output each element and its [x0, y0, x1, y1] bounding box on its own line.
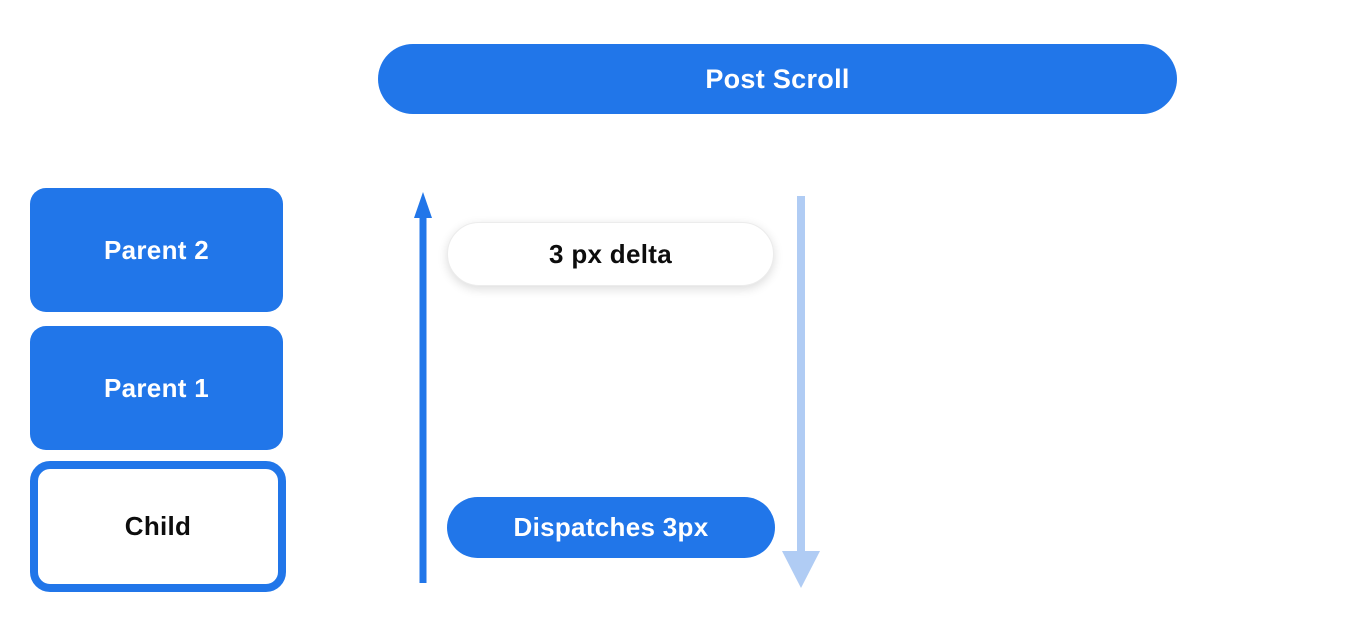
post-scroll-banner: Post Scroll	[378, 44, 1177, 114]
dispatch-pill-label: Dispatches 3px	[513, 512, 709, 542]
arrow-up-icon	[414, 192, 432, 583]
node-parent-2-label: Parent 2	[103, 234, 209, 265]
delta-pill-label: 3 px delta	[549, 238, 672, 269]
node-parent-1: Parent 1	[30, 326, 283, 450]
post-scroll-label: Post Scroll	[705, 63, 850, 94]
dispatch-pill: Dispatches 3px	[447, 497, 775, 558]
arrow-up-shaft	[419, 212, 427, 583]
node-child: Child	[30, 461, 286, 592]
arrow-up-head	[414, 192, 432, 218]
arrow-down-shaft	[797, 196, 805, 556]
arrow-down-head	[782, 551, 820, 588]
node-parent-2: Parent 2	[30, 188, 283, 312]
arrow-down-icon	[782, 196, 820, 588]
node-child-label: Child	[124, 511, 192, 541]
delta-pill: 3 px delta	[447, 222, 774, 286]
node-parent-1-label: Parent 1	[103, 372, 209, 403]
